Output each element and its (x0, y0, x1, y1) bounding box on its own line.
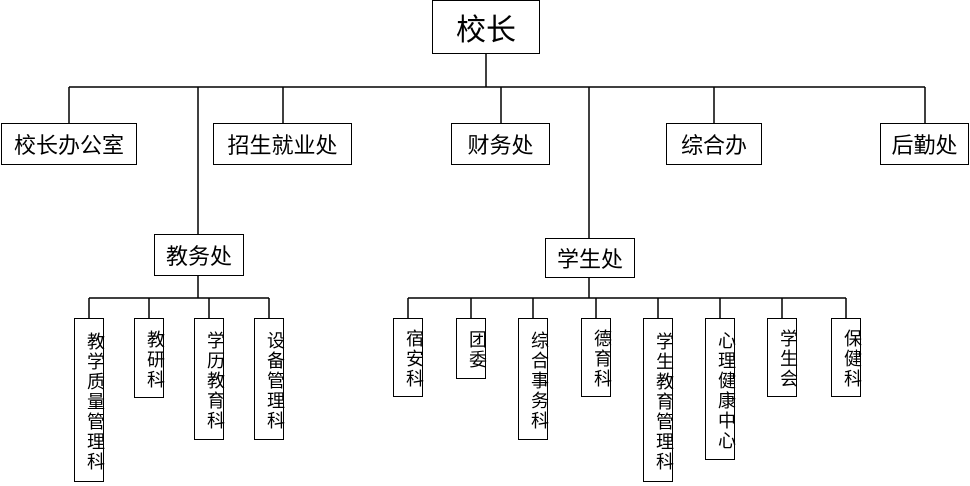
node-mental-health-center: 心理健康中心 (705, 318, 736, 460)
node-student-affairs: 学生处 (545, 238, 635, 278)
node-general-office: 综合办 (666, 123, 762, 165)
node-logistics: 后勤处 (880, 123, 969, 165)
node-teaching-research: 教研科 (134, 318, 165, 398)
node-dormitory-security: 宿安科 (393, 318, 424, 397)
node-finance: 财务处 (451, 123, 550, 165)
node-student-education-management: 学生教育管理科 (643, 318, 674, 482)
node-teaching-quality: 教学质量管理科 (74, 318, 105, 482)
node-youth-league: 团委 (456, 318, 487, 379)
node-principal-office: 校长办公室 (1, 123, 137, 165)
node-principal: 校长 (432, 0, 540, 54)
node-moral-education: 德育科 (581, 318, 612, 397)
node-student-union: 学生会 (767, 318, 798, 397)
node-health-care: 保健科 (831, 318, 862, 397)
node-academic-affairs: 教务处 (154, 234, 244, 276)
node-general-affairs: 综合事务科 (518, 318, 549, 440)
node-equipment-management: 设备管理科 (254, 318, 285, 440)
node-admissions-employment: 招生就业处 (213, 123, 352, 165)
node-degree-education: 学历教育科 (194, 318, 225, 440)
